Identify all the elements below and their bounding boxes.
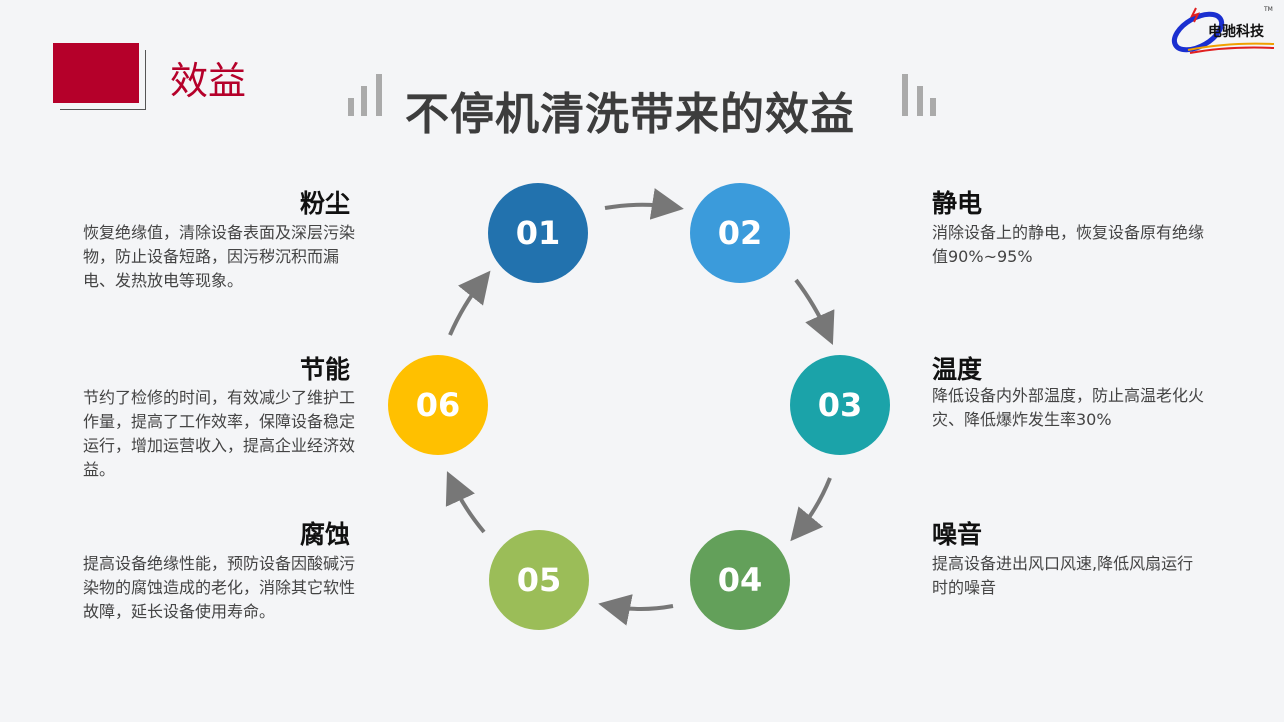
heading-static: 静电 xyxy=(932,189,983,218)
heading-energy: 节能 xyxy=(299,355,350,384)
arrow-02-03 xyxy=(794,278,835,345)
title-decoration xyxy=(902,74,908,116)
title-decoration xyxy=(361,86,367,116)
page-title: 不停机清洗带来的效益 xyxy=(405,89,855,140)
arrow-05-06 xyxy=(445,471,486,534)
text-noise: 提高设备进出风口风速,降低风扇运行时的噪音 xyxy=(932,554,1194,597)
step-circle-02: 02 xyxy=(690,183,790,283)
step-circle-05: 05 xyxy=(489,530,589,630)
text-temperature: 降低设备内外部温度，防止高温老化火灾、降低爆炸发生率30% xyxy=(932,386,1205,429)
company-logo: 电驰科技 xyxy=(1171,7,1275,54)
trademark: TM xyxy=(1264,6,1273,13)
text-energy: 节约了检修的时间，有效减少了维护工作量，提高了工作效率，保障设备稳定运行，增加运… xyxy=(83,388,356,479)
heading-temperature: 温度 xyxy=(932,355,983,384)
heading-corrosion: 腐蚀 xyxy=(299,520,350,549)
text-dust: 恢复绝缘值，清除设备表面及深层污染物，防止设备短路，因污秽沉积而漏电、发热放电等… xyxy=(83,223,356,290)
arrow-04-05 xyxy=(598,594,674,626)
arrow-06-01 xyxy=(448,270,491,336)
step-circle-04: 04 xyxy=(690,530,790,630)
section-marker xyxy=(53,43,139,103)
arrow-03-04 xyxy=(790,477,832,542)
step-circle-06: 06 xyxy=(388,355,488,455)
heading-noise: 噪音 xyxy=(932,520,983,549)
title-decoration xyxy=(930,98,936,116)
text-corrosion: 提高设备绝缘性能，预防设备因酸碱污染物的腐蚀造成的老化，消除其它软性故障，延长设… xyxy=(83,554,356,621)
section-title: 效益 xyxy=(170,59,247,103)
heading-dust: 粉尘 xyxy=(299,189,350,218)
step-circle-03: 03 xyxy=(790,355,890,455)
arrow-01-02 xyxy=(604,188,684,220)
section-marker-shadow xyxy=(60,50,146,110)
step-circle-01: 01 xyxy=(488,183,588,283)
title-decoration xyxy=(917,86,923,116)
title-decoration xyxy=(348,98,354,116)
title-decoration xyxy=(376,74,382,116)
text-static: 消除设备上的静电，恢复设备原有绝缘值90%~95% xyxy=(932,223,1205,266)
svg-text:电驰科技: 电驰科技 xyxy=(1208,23,1265,40)
